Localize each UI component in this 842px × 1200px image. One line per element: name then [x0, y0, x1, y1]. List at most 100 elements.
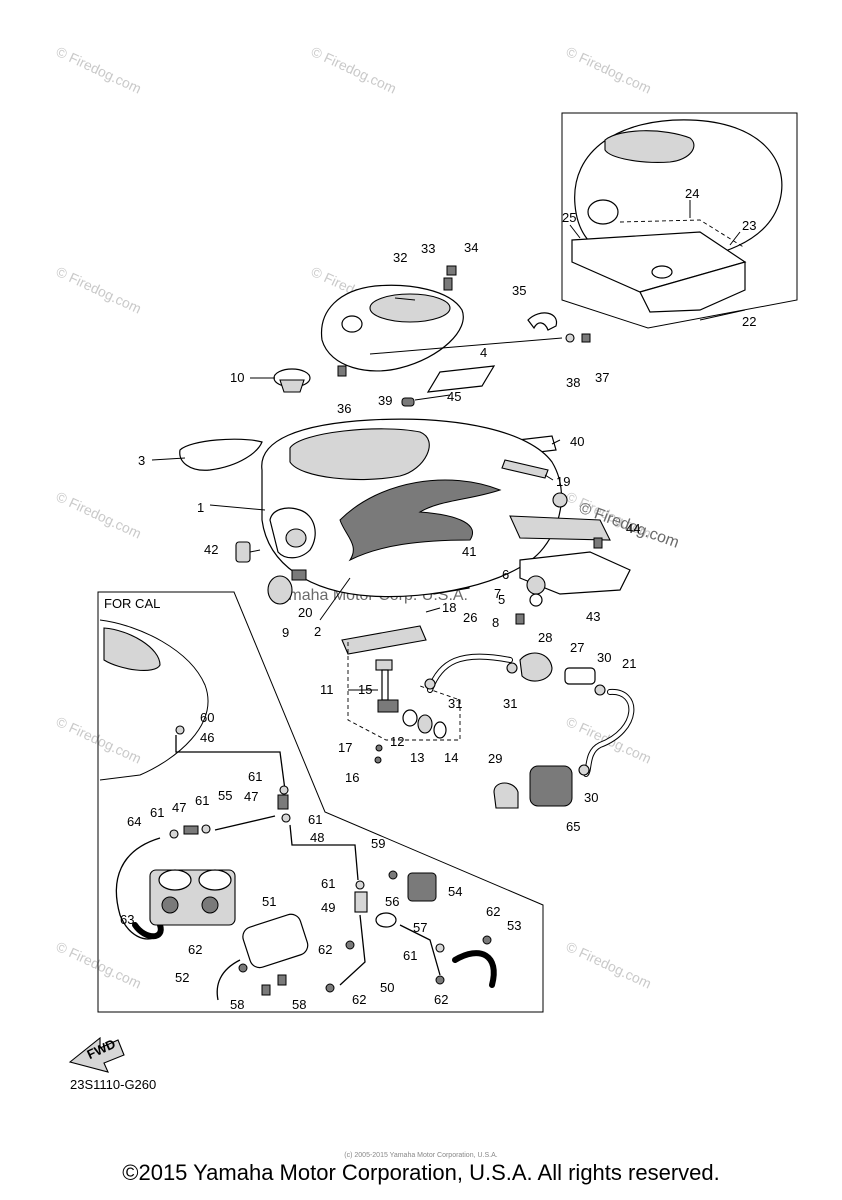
seal-18 — [341, 625, 427, 655]
callout-59: 59 — [371, 836, 385, 851]
clip-36 — [337, 365, 347, 377]
canister-51 — [242, 913, 309, 969]
clamp-62d — [435, 975, 445, 985]
callout-56: 56 — [385, 894, 399, 909]
fuel-pump-65 — [529, 765, 573, 807]
callout-43: 43 — [586, 609, 600, 624]
gasket-15 — [375, 659, 393, 671]
pad-center-spot — [651, 265, 673, 279]
watermark: © Firedog.com — [54, 713, 144, 766]
for-cal-tank-outline — [99, 619, 209, 781]
decal-4 — [426, 365, 496, 393]
callout-51: 51 — [262, 894, 276, 909]
watermark: © Firedog.com — [564, 938, 654, 991]
callout-60: 60 — [200, 710, 214, 725]
callout-36: 36 — [337, 401, 351, 416]
pad-dash-line — [619, 219, 746, 249]
diagram-code: 23S1110-G260 — [70, 1077, 156, 1092]
valve-49 — [354, 891, 368, 913]
callout-23: 23 — [742, 218, 756, 233]
fuel-cock-dash-frame — [347, 642, 461, 741]
callout-24: 24 — [685, 186, 699, 201]
joint-47b — [183, 825, 199, 835]
callout-50: 50 — [380, 980, 394, 995]
callout-26: 26 — [463, 610, 477, 625]
plate-14 — [433, 721, 447, 739]
hose-48 — [289, 824, 359, 881]
bolt-8 — [515, 613, 525, 625]
watermark: © Firedog.com — [54, 938, 144, 991]
clip-30b — [578, 764, 590, 776]
watermark: © Firedog.com — [54, 43, 144, 96]
callout-29: 29 — [488, 751, 502, 766]
callout-62c: 62 — [352, 992, 366, 1007]
bolt-34 — [446, 265, 457, 276]
hose-55 — [214, 815, 276, 831]
callout-39: 39 — [378, 393, 392, 408]
leader-45 — [414, 394, 451, 401]
collar-7 — [529, 593, 543, 607]
damper-20 — [291, 569, 307, 581]
callout-61f: 61 — [403, 948, 417, 963]
callout-labels: 1 2 3 4 5 6 7 8 9 10 11 12 13 14 15 16 1… — [120, 186, 756, 1012]
callout-41: 41 — [462, 544, 476, 559]
tank-opening-inset — [604, 130, 695, 163]
callout-6: 6 — [502, 567, 509, 582]
damper-9 — [267, 575, 293, 605]
bracket-28 — [519, 652, 553, 682]
callout-49: 49 — [321, 900, 335, 915]
hose-46 — [175, 735, 286, 791]
screw-17 — [375, 744, 383, 752]
callout-2: 2 — [314, 624, 321, 639]
hose-63 — [132, 922, 164, 940]
cover-mount-line — [369, 337, 563, 355]
leader-42 — [249, 549, 261, 553]
callout-9: 9 — [282, 625, 289, 640]
callout-17: 17 — [338, 740, 352, 755]
solenoid-54 — [407, 872, 437, 902]
clamp-61e — [355, 880, 365, 890]
callout-15: 15 — [358, 682, 372, 697]
callout-42: 42 — [204, 542, 218, 557]
callout-63: 63 — [120, 912, 134, 927]
pad-b — [639, 261, 746, 313]
callout-12: 12 — [390, 734, 404, 749]
callout-61e: 61 — [321, 876, 335, 891]
damper-6 — [526, 575, 546, 595]
callout-53: 53 — [507, 918, 521, 933]
bolt-58a — [261, 984, 271, 996]
lever-13 — [417, 714, 433, 734]
callout-11: 11 — [320, 682, 334, 697]
watermark: © Firedog.com — [54, 488, 144, 541]
side-pad-3 — [179, 438, 263, 471]
leader-40 — [551, 439, 561, 445]
callout-61c: 61 — [195, 793, 209, 808]
callout-8: 8 — [492, 615, 499, 630]
rubber-42 — [235, 541, 251, 563]
callout-10: 10 — [230, 370, 244, 385]
callout-19: 19 — [556, 474, 570, 489]
clip-31b — [424, 678, 436, 690]
watermark: © Firedog.com — [309, 43, 399, 96]
bracket-35 — [527, 312, 558, 331]
carburetor — [149, 869, 236, 926]
leader-32 — [394, 297, 416, 301]
hose-53 — [452, 950, 497, 988]
callout-7: 7 — [494, 586, 501, 601]
callout-32: 32 — [393, 250, 407, 265]
callout-31b: 31 — [503, 696, 517, 711]
clip-30a — [594, 684, 606, 696]
clamp-61f — [435, 943, 445, 953]
clamp-62e — [482, 935, 492, 945]
rear-bracket — [509, 492, 631, 625]
screw-33 — [443, 277, 453, 291]
leader-1 — [209, 504, 266, 511]
clip-31a — [506, 662, 518, 674]
bracket-43 — [519, 551, 631, 595]
hose-19 — [501, 459, 549, 479]
callout-44: 44 — [626, 521, 640, 536]
top-cover-cap-hole — [341, 315, 363, 333]
bolt-37 — [581, 333, 591, 343]
leader-2 — [319, 577, 351, 621]
bolt-59 — [388, 870, 398, 880]
